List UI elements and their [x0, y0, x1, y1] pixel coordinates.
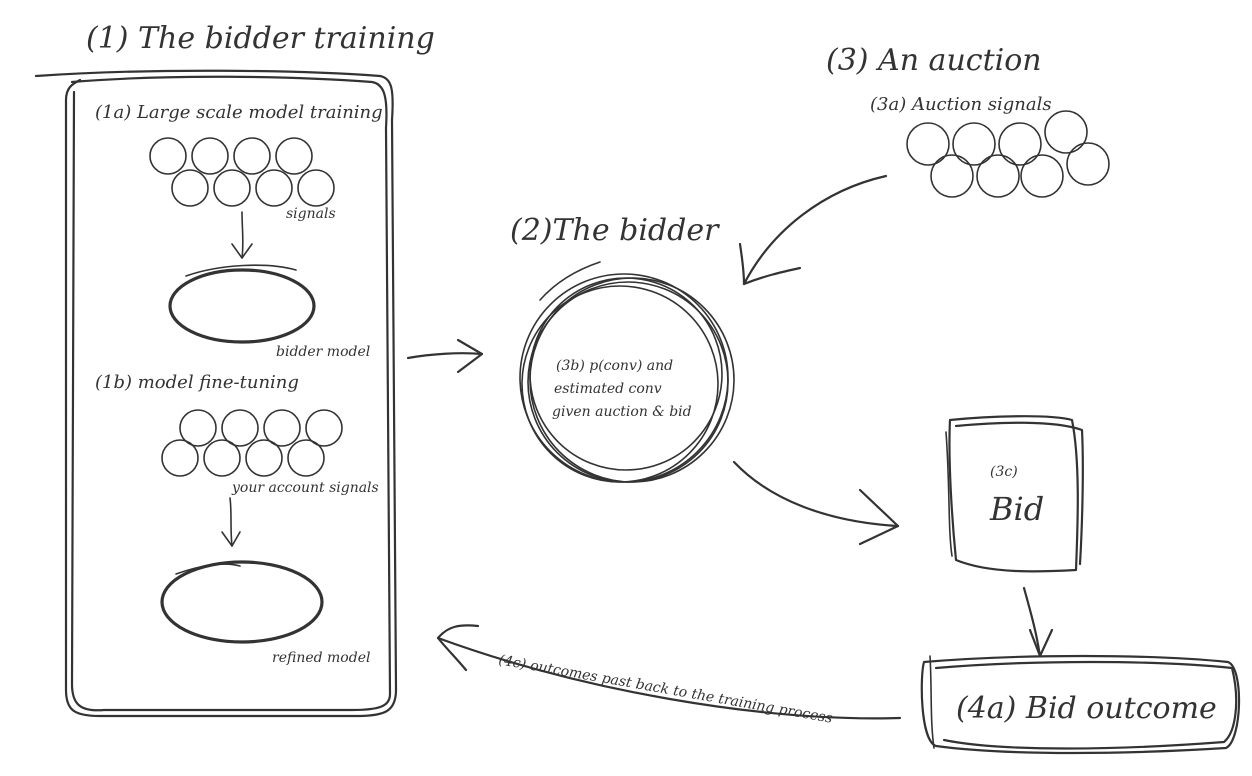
bid-outcome-label: (4a) Bid outcome: [956, 691, 1217, 726]
feedback-arrow: [436, 624, 902, 720]
arrow-auction-to-bidder: [738, 174, 888, 286]
bidder-title: (2)The bidder: [510, 213, 720, 248]
down-arrow-1a: [231, 211, 253, 259]
auction-signals-cluster: [906, 110, 1110, 198]
arrow-bid-to-outcome: [1022, 586, 1054, 658]
signals-cluster-1a: [149, 137, 335, 207]
signals-label: signals: [286, 206, 336, 222]
auction-title: (3) An auction: [826, 43, 1042, 78]
down-arrow-1b: [221, 497, 241, 547]
bidder-inner-line-1: (3b) p(conv) and: [556, 358, 673, 374]
bid-step-label: (3c): [990, 464, 1018, 480]
bidder-training-title: (1) The bidder training: [86, 21, 435, 56]
bidder-inner-line-2: estimated conv: [554, 381, 662, 397]
refined-model-label: refined model: [272, 650, 370, 666]
arrow-to-bidder: [406, 338, 484, 374]
bidder-circle: [519, 261, 735, 483]
bidder-model-shape: [168, 264, 316, 344]
bid-label: Bid: [989, 490, 1044, 528]
bidder-inner-line-3: given auction & bid: [552, 404, 692, 420]
auction-signals-label: (3a) Auction signals: [870, 94, 1052, 115]
bid-box: [945, 415, 1084, 573]
step-1a-label: (1a) Large scale model training: [95, 102, 383, 123]
refined-model-shape: [160, 560, 324, 644]
account-signals-label: your account signals: [231, 480, 379, 496]
arrow-bidder-to-bid: [732, 460, 900, 546]
account-signals-cluster: [161, 409, 343, 477]
bidder-training-box: [34, 69, 398, 718]
feedback-label: (4c) outcomes past back to the training …: [497, 652, 833, 727]
bidder-model-label: bidder model: [276, 344, 370, 360]
outcome-box: [920, 654, 1241, 755]
step-1b-label: (1b) model fine-tuning: [95, 372, 299, 393]
